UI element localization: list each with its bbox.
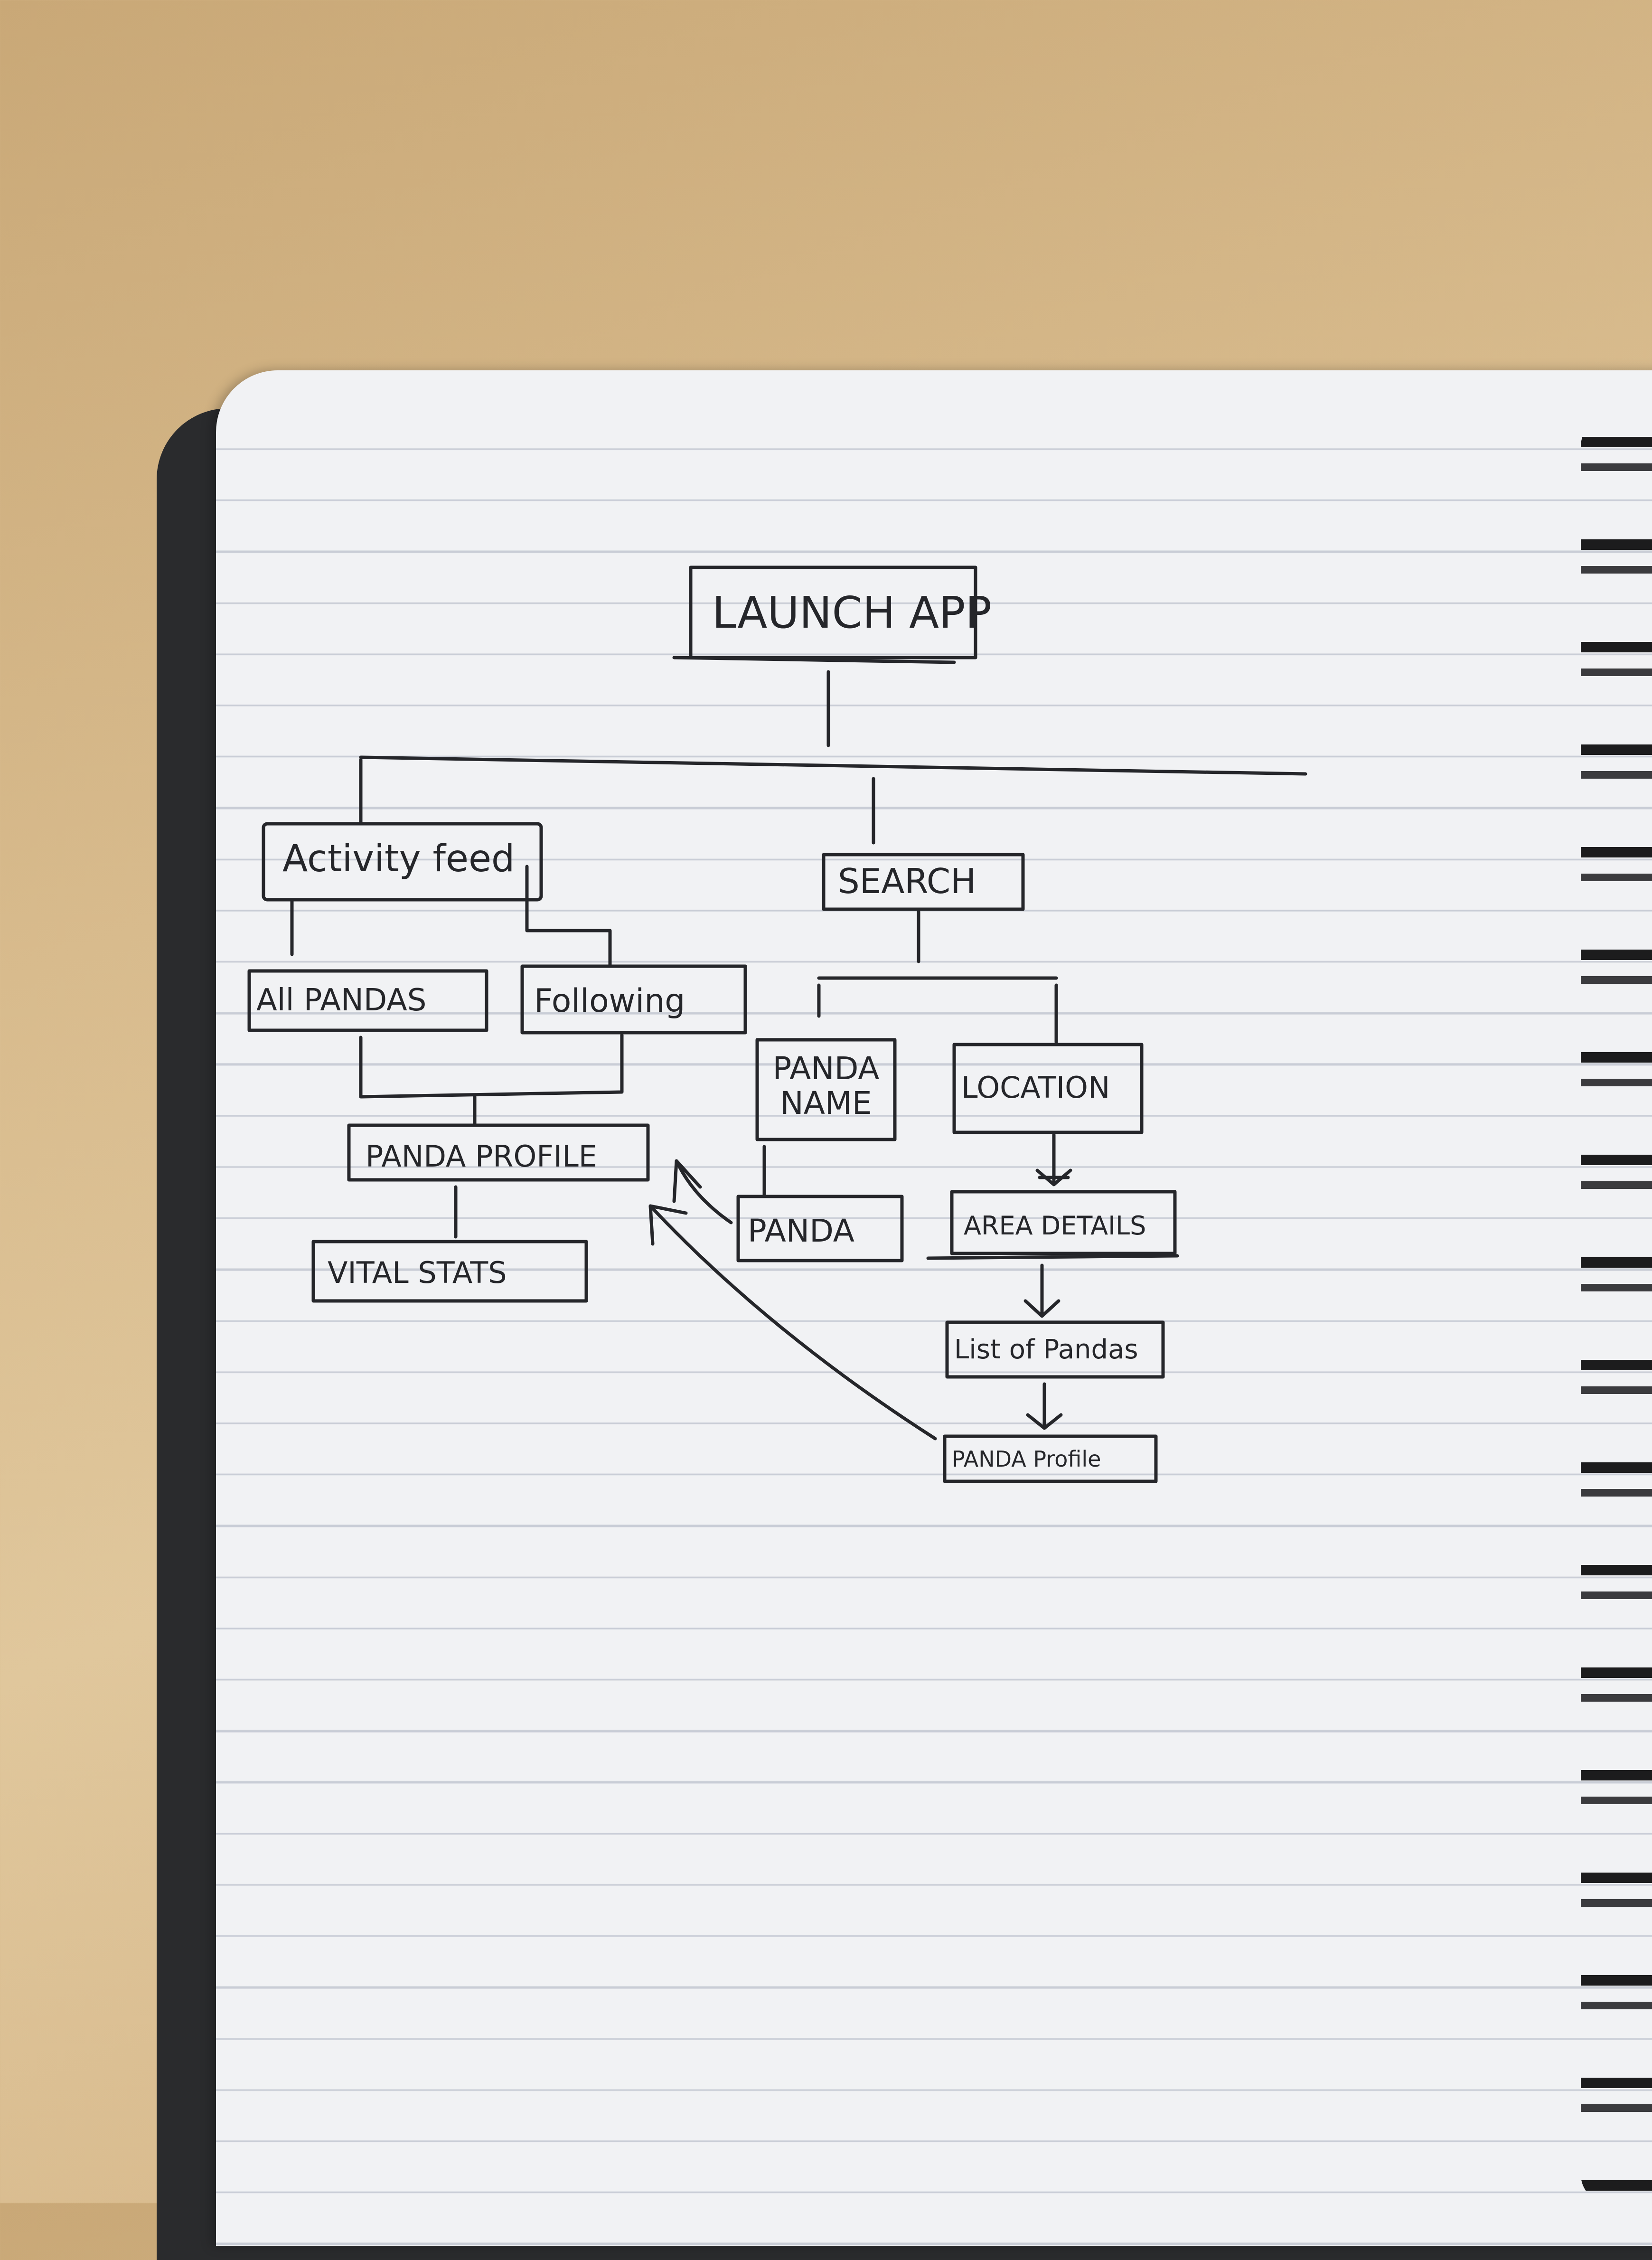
box-panda-profile-2 [943,1434,1158,1483]
box-panda [736,1195,904,1262]
edge-location-arrowhead [1035,1168,1072,1186]
node-all-pandas: All PANDAS [256,983,427,1018]
box-panda-name [755,1038,897,1141]
node-vital-stats: VITAL STATS [328,1255,507,1290]
node-activity-feed: Activity feed [282,838,515,880]
box-launch-app [689,565,977,659]
edge-pandas-merge [359,1033,624,1099]
edge-profile2-to-profile-curve [648,1204,937,1441]
node-panda-profile: PANDA PROFILE [366,1139,597,1174]
notebook-page [216,370,1652,2246]
box-launch-app-underline [672,656,956,664]
edge-area-to-list-arrowhead [1023,1299,1061,1318]
box-following [520,964,747,1035]
edge-activity-to-following [525,865,612,968]
node-area-details: AREA DETAILS [964,1211,1146,1241]
box-search [822,853,1025,911]
node-location: LOCATION [961,1070,1110,1105]
edge-top-bar [359,755,1307,776]
node-panda-profile-2: PANDA Profile [952,1446,1101,1472]
edge-list-to-profile-arrowhead [1026,1413,1063,1430]
box-all-pandas [247,969,488,1032]
box-panda-profile [347,1123,650,1182]
edge-panda-to-profile-arrow [672,1159,733,1224]
spiral-binding [1581,418,1652,2203]
node-panda: PANDA [748,1213,854,1249]
box-vital-stats [311,1240,588,1303]
node-panda-name: PANDA NAME [772,1050,880,1121]
node-launch-app: LAUNCH APP [712,587,992,638]
box-area-details-underline [926,1254,1179,1260]
node-following: Following [534,982,685,1020]
flow-diagram [247,565,1307,1483]
node-search: SEARCH [838,861,976,901]
box-activity-feed [262,822,543,902]
box-area-details [950,1190,1177,1255]
node-list-of-pandas: List of Pandas [954,1334,1138,1365]
box-location [952,1043,1144,1134]
box-list-of-pandas [945,1320,1165,1379]
